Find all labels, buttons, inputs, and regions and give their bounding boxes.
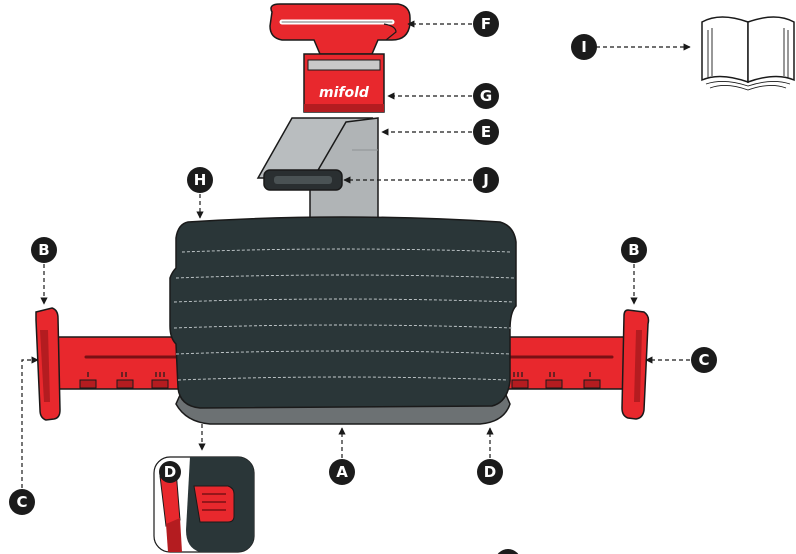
strap-adjuster (263, 169, 343, 191)
callout-G: G (473, 83, 499, 109)
callout-C-left-label: C (16, 493, 27, 511)
callout-partial (497, 549, 519, 554)
callout-A: A (329, 459, 355, 485)
seat-cushion (169, 216, 517, 425)
callout-D-right-label: D (484, 463, 496, 481)
callout-I: I (571, 34, 597, 60)
shoulder-strap (256, 117, 379, 223)
callout-A-label: A (336, 463, 348, 481)
callout-C-right-label: C (698, 351, 709, 369)
callout-F: F (473, 11, 499, 37)
cushion-stitching (173, 248, 515, 381)
cushion-top (169, 216, 517, 409)
callout-C-left: C (9, 489, 35, 515)
callout-B-left-label: B (38, 241, 49, 259)
callout-I-label: I (581, 38, 587, 56)
right-arm (499, 309, 650, 420)
callout-D-inset-label: D (164, 463, 176, 481)
leader-lines (21, 20, 691, 488)
callout-G-label: G (480, 87, 492, 105)
callout-J-label: J (482, 171, 489, 189)
callout-F-label: F (481, 15, 491, 33)
logo-buckle: mifold (303, 53, 385, 113)
open-book-icon (701, 16, 795, 91)
callout-B-left: B (31, 237, 57, 263)
left-arm (35, 307, 185, 421)
callout-C-right: C (691, 347, 717, 373)
callout-D-inset: D (159, 461, 181, 483)
detail-inset (153, 456, 255, 553)
brand-logo: mifold (319, 85, 370, 101)
callout-J: J (473, 167, 499, 193)
callout-B-right-label: B (628, 241, 639, 259)
callout-B-right: B (621, 237, 647, 263)
callout-E: E (473, 119, 499, 145)
callout-H-label: H (194, 171, 207, 189)
callout-E-label: E (481, 123, 491, 141)
top-clip (269, 3, 411, 55)
callout-H: H (187, 167, 213, 193)
callout-D-right: D (477, 459, 503, 485)
